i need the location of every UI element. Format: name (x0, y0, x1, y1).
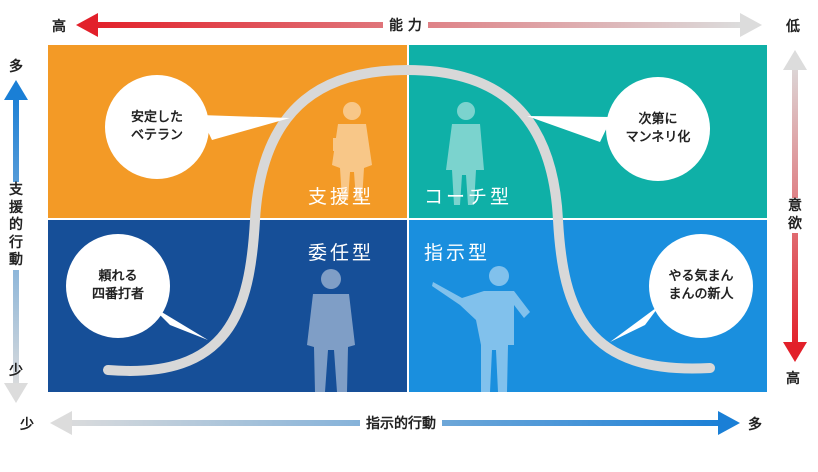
right-axis-label: 意欲 (786, 198, 804, 233)
bubble-line: まんの新人 (668, 287, 734, 302)
left-axis-label: 支援的行動 (7, 182, 25, 270)
woman-silhouette-coach (446, 102, 484, 205)
bubble-line: 頼れる (98, 269, 138, 285)
bubble-tail-top-right (527, 116, 612, 142)
bubble-top-right (606, 77, 710, 181)
bubble-top-left (105, 75, 209, 179)
bubble-tail-top-left (200, 115, 290, 140)
bubble-text-top-right: 次第にマンネリ化 (606, 77, 710, 181)
leadership-curve (103, 64, 715, 376)
bottom-axis-label: 指示的行動 (360, 413, 442, 433)
bubble-tail-bottom-left (150, 305, 208, 340)
bottom-axis-left-end: 少 (20, 417, 34, 433)
bubble-line: 安定した (130, 110, 183, 126)
top-axis-label: 能 力 (383, 15, 428, 35)
bubble-line: 四番打者 (91, 287, 144, 302)
bubble-text-bottom-left: 頼れる四番打者 (66, 234, 170, 338)
bubble-line: ベテラン (130, 128, 183, 143)
bubble-text-bottom-right: やる気まんまんの新人 (649, 234, 753, 338)
bubble-line: やる気まん (668, 269, 734, 285)
left-axis-top-end: 多 (9, 59, 23, 75)
quadrant-title-direct: 指示型 (424, 242, 491, 264)
bubble-bottom-left (66, 234, 170, 338)
man-silhouette-direct (432, 266, 530, 392)
quadrant-title-delegate: 委任型 (308, 242, 375, 264)
right-axis-bottom-end: 高 (786, 371, 800, 387)
man-silhouette-delegate (307, 269, 355, 392)
bubble-line: 次第に (638, 112, 678, 128)
bubble-line: マンネリ化 (625, 130, 691, 145)
quadrant-title-support: 支援型 (308, 186, 375, 208)
top-axis-left-end: 高 (52, 19, 66, 35)
left-axis-bottom-end: 少 (9, 363, 23, 379)
quadrant-title-coach: コーチ型 (424, 186, 513, 208)
bubble-bottom-right (649, 234, 753, 338)
top-axis-right-end: 低 (786, 19, 800, 35)
woman-silhouette-support (332, 102, 372, 200)
bottom-axis-right-end: 多 (748, 417, 762, 433)
bubble-text-top-left: 安定したベテラン (105, 75, 209, 179)
bubble-tail-bottom-right (610, 305, 660, 342)
